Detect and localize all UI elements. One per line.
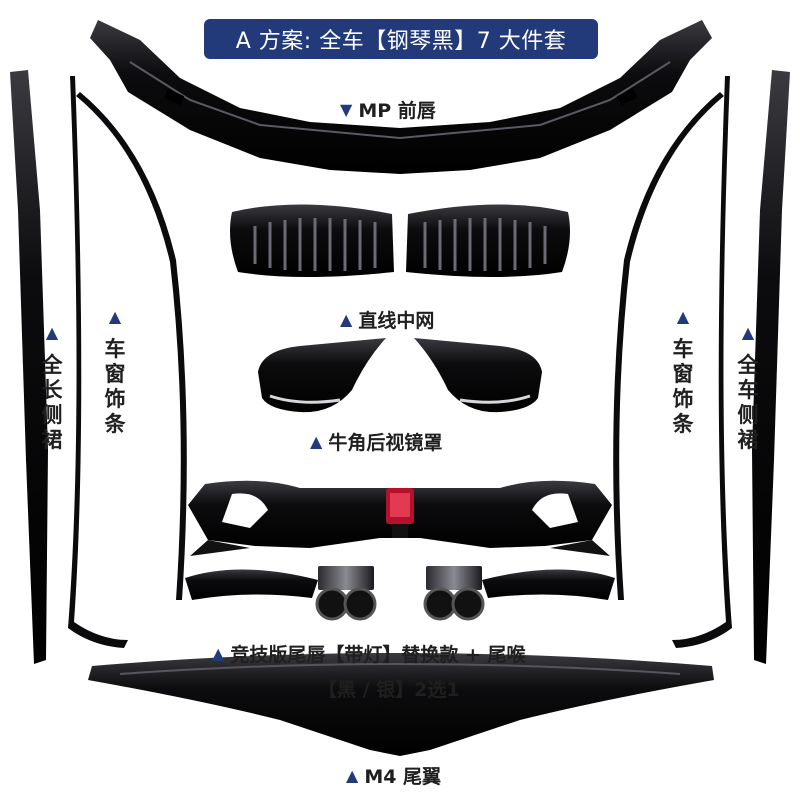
- up-triangle-icon: ▲: [108, 307, 122, 326]
- up-triangle-icon: ▲: [45, 323, 59, 342]
- spoiler-part: [88, 653, 714, 756]
- window-trim-left-char: 车: [104, 337, 126, 361]
- window-trim-left-char: 窗: [104, 362, 126, 386]
- side-skirt-right-char: 车: [737, 378, 759, 402]
- side-skirt-right-label: ▲ 全 车 侧 裙: [733, 320, 763, 453]
- rear-diffuser-label: ▲ 竞技版尾唇【带灯】替换款 + 尾喉: [212, 640, 525, 667]
- title-banner: A 方案: 全车【钢琴黑】7 大件套: [204, 19, 598, 59]
- title-banner-text: A 方案: 全车【钢琴黑】7 大件套: [235, 29, 567, 54]
- up-triangle-icon: ▲: [741, 323, 755, 342]
- up-triangle-icon: ▲: [340, 310, 353, 329]
- front-lip-part: [90, 20, 712, 174]
- spoiler-label: ▲ M4 尾翼: [346, 762, 441, 789]
- window-trim-right-char: 窗: [672, 362, 694, 386]
- window-trim-left-char: 条: [104, 412, 126, 436]
- rear-diffuser-label-text: 竞技版尾唇【带灯】替换款 + 尾喉: [230, 644, 526, 666]
- down-triangle-icon: ▼: [340, 100, 353, 119]
- side-skirt-right-char: 侧: [737, 403, 759, 427]
- grille-part: [230, 204, 570, 277]
- side-skirt-left-char: 裙: [41, 428, 63, 452]
- rear-diffuser-options-text: 【黑 / 银】2选1: [318, 679, 460, 701]
- mirror-covers-label-text: 牛角后视镜罩: [328, 432, 443, 454]
- side-skirt-left-part: [10, 70, 48, 664]
- window-trim-right-char: 条: [672, 412, 694, 436]
- front-lip-label-text: MP 前唇: [358, 100, 436, 122]
- side-skirt-left-char: 全: [41, 353, 63, 377]
- window-trim-right-char: 车: [672, 337, 694, 361]
- up-triangle-icon: ▲: [346, 766, 359, 785]
- window-trim-right-part: [613, 76, 732, 648]
- up-triangle-icon: ▲: [676, 307, 690, 326]
- window-trim-right-char: 饰: [672, 387, 694, 411]
- window-trim-left-label: ▲ 车 窗 饰 条: [100, 304, 130, 437]
- up-triangle-icon: ▲: [310, 432, 323, 451]
- side-skirt-left-label: ▲ 全 长 侧 裙: [37, 320, 67, 453]
- side-skirt-right-part: [752, 70, 790, 664]
- rear-diffuser-part: [188, 480, 612, 556]
- exhaust-tips-part: [185, 566, 615, 621]
- mirror-covers-label: ▲ 牛角后视镜罩: [310, 428, 442, 455]
- window-trim-left-part: [68, 76, 187, 648]
- window-trim-left-char: 饰: [104, 387, 126, 411]
- grille-label: ▲ 直线中网: [340, 306, 434, 333]
- side-skirt-left-char: 长: [41, 378, 63, 402]
- window-trim-right-label: ▲ 车 窗 饰 条: [668, 304, 698, 437]
- up-triangle-icon: ▲: [212, 644, 225, 663]
- grille-label-text: 直线中网: [358, 310, 435, 332]
- spoiler-label-text: M4 尾翼: [364, 766, 442, 788]
- side-skirt-left-char: 侧: [41, 403, 63, 427]
- rear-diffuser-options-label: 【黑 / 银】2选1: [318, 675, 460, 702]
- side-skirt-right-char: 裙: [737, 428, 759, 452]
- mirror-covers-part: [258, 338, 542, 413]
- front-lip-label: ▼ MP 前唇: [340, 96, 436, 123]
- side-skirt-right-char: 全: [737, 353, 759, 377]
